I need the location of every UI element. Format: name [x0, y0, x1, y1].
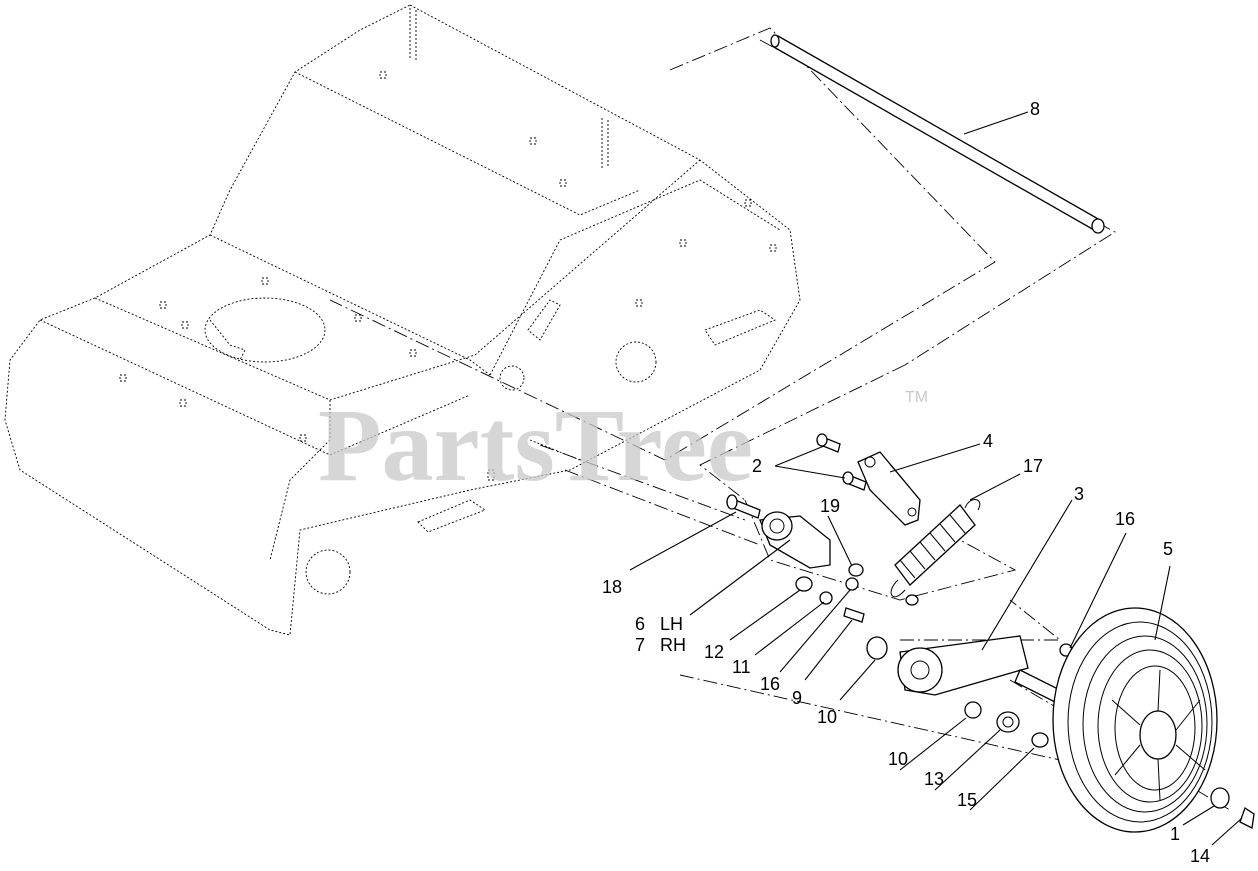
part-6-7-pivot-arm [759, 511, 831, 569]
part-16-nut [845, 577, 859, 591]
washers-13-15 [996, 711, 1049, 748]
callout-3: 3 [1074, 484, 1084, 504]
callout-17: 17 [1023, 456, 1043, 476]
part-9-bolt [843, 607, 865, 623]
callout-labels: 8 4 2 17 3 19 16 5 18 6 LH 7 RH 12 11 16… [602, 99, 1210, 866]
explosion-lines [329, 27, 1231, 811]
callout-13: 13 [924, 769, 944, 789]
part-18-bolt [726, 494, 761, 519]
callout-11: 11 [732, 657, 751, 677]
callout-12: 12 [704, 642, 724, 662]
callout-7-side: RH [660, 635, 686, 655]
deck-frame [4, 4, 801, 636]
part-8-rod [770, 34, 1105, 234]
callout-18: 18 [602, 577, 622, 597]
part-19-nut [848, 563, 919, 606]
parts-1-14 [1210, 787, 1255, 829]
callout-16-top: 16 [1115, 509, 1135, 529]
part-5-wheel [1052, 607, 1218, 833]
part-4-bracket [857, 451, 921, 526]
callout-1: 1 [1170, 824, 1180, 844]
watermark-trademark: TM [905, 389, 928, 406]
callout-9: 9 [792, 688, 802, 708]
callout-4: 4 [983, 431, 993, 451]
callout-2: 2 [752, 456, 762, 476]
callout-10-left: 10 [817, 707, 837, 727]
part-17-spring [890, 499, 981, 598]
watermark-text: PartsTree [318, 388, 753, 503]
leader-lines [629, 111, 1243, 846]
part-10-bushing [866, 636, 982, 719]
small-hardware [795, 576, 865, 623]
part-1-washer [1210, 787, 1230, 809]
callout-19: 19 [820, 496, 840, 516]
callout-5: 5 [1163, 539, 1173, 559]
callout-7: 7 [635, 635, 645, 655]
callout-14: 14 [1190, 846, 1210, 866]
part-11-washer [819, 591, 833, 605]
callout-15: 15 [957, 790, 977, 810]
part-14-clip [1239, 806, 1255, 829]
callout-10-right: 10 [888, 749, 908, 769]
callout-8: 8 [1030, 99, 1040, 119]
watermark: PartsTree TM [318, 388, 928, 503]
callout-6-side: LH [660, 614, 683, 634]
callout-16-bottom: 16 [760, 674, 780, 694]
callout-6: 6 [635, 614, 645, 634]
part-12-washer [795, 576, 813, 592]
